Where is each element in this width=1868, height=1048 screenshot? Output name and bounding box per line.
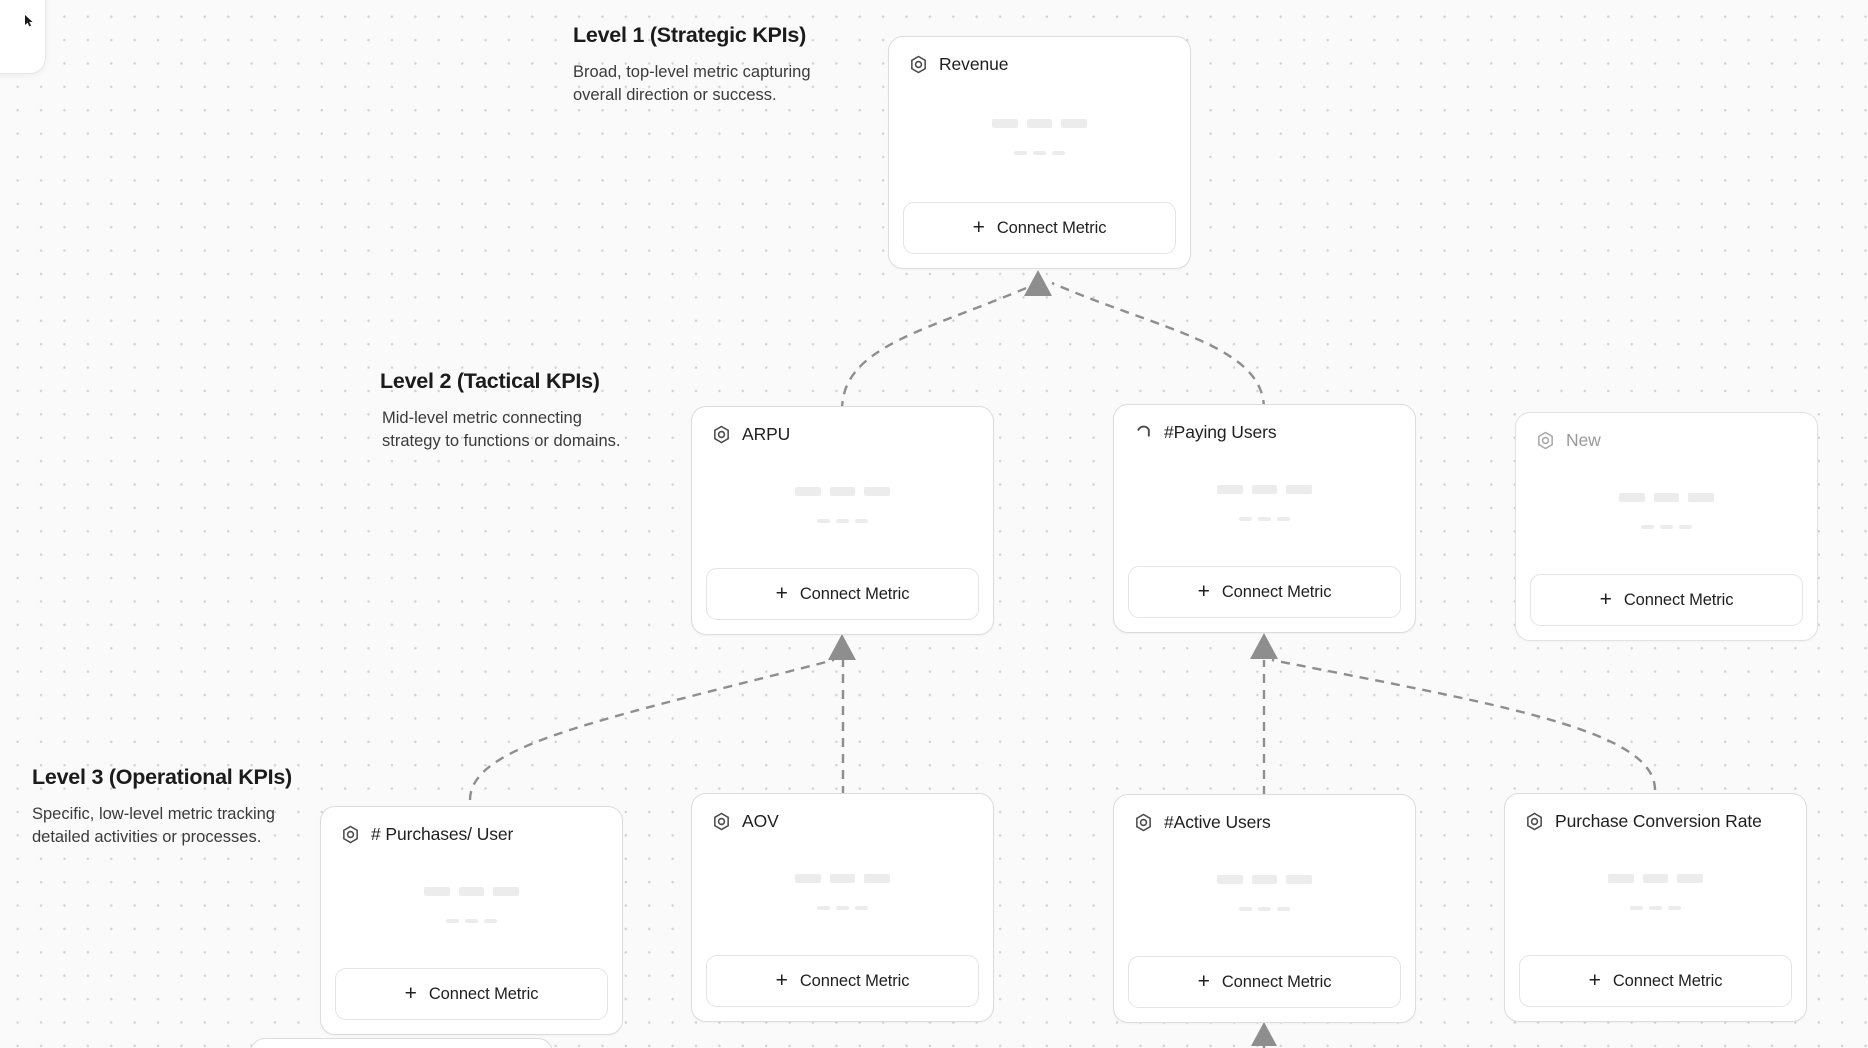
metric-card-purchase-conversion-rate[interactable]: Purchase Conversion Rate + Connect Metri… [1504,793,1807,1022]
plus-icon: + [1588,968,1601,992]
connect-metric-button-aov[interactable]: + Connect Metric [706,955,979,1007]
card-skeleton-new [1516,451,1817,574]
hexagon-target-icon [714,812,729,831]
connect-metric-label: Connect Metric [799,971,910,990]
canvas-floating-panel[interactable] [0,0,46,74]
plus-icon: + [1197,579,1210,603]
metric-card-aov[interactable]: AOV + Connect Metric [691,793,994,1022]
hexagon-target-icon [714,425,729,444]
card-skeleton-purchase-conversion-rate [1505,832,1806,955]
connect-metric-label: Connect Metric [1623,590,1734,609]
metric-card-revenue[interactable]: Revenue + Connect Metric [888,36,1191,269]
metric-card-purchases-per-user[interactable]: # Purchases/ User + Connect Metric [320,806,623,1035]
connect-metric-button-arpu[interactable]: + Connect Metric [706,568,979,620]
card-header-purchases-per-user: # Purchases/ User [321,807,622,845]
metric-card-active-users[interactable]: #Active Users + Connect Metric [1113,794,1416,1023]
arrowhead-arpu [828,634,856,660]
edge-purchases-to-arpu [468,658,835,801]
hexagon-target-icon [343,825,358,844]
card-skeleton-aov [692,832,993,955]
card-title-aov: AOV [742,811,779,831]
cursor-pointer-icon [23,14,37,28]
level-3-title: Level 3 (Operational KPIs) [32,765,292,789]
plus-icon: + [775,581,788,605]
card-title-new: New [1566,430,1601,450]
plus-icon: + [1197,969,1210,993]
connect-metric-button-paying-users[interactable]: + Connect Metric [1128,566,1401,618]
card-skeleton-active-users [1114,833,1415,956]
arrowhead-paying [1250,633,1278,659]
edge-arpu-to-revenue [840,281,1039,411]
plus-icon: + [404,981,417,1005]
edge-paying-to-revenue [1051,281,1266,410]
card-header-purchase-conversion-rate: Purchase Conversion Rate [1505,794,1806,832]
connect-metric-button-new[interactable]: + Connect Metric [1530,574,1803,626]
metric-card-paying-users[interactable]: #Paying Users + Connect Metric [1113,404,1416,633]
card-title-paying-users: #Paying Users [1164,422,1277,442]
hexagon-target-icon [1538,431,1553,450]
metric-card-arpu[interactable]: ARPU + Connect Metric [691,406,994,635]
card-title-active-users: #Active Users [1164,812,1271,832]
level-2-label-group: Level 2 (Tactical KPIs) Mid-level metric… [380,369,622,454]
arrowhead-bottom-partial [1251,1022,1277,1046]
plus-icon: + [972,215,985,239]
level-1-title: Level 1 (Strategic KPIs) [573,23,806,47]
connect-metric-label: Connect Metric [996,218,1107,237]
hexagon-target-icon [1527,812,1542,831]
card-title-purchase-conversion-rate: Purchase Conversion Rate [1555,811,1762,831]
card-title-revenue: Revenue [939,54,1009,74]
arrowhead-revenue [1024,270,1052,296]
hexagon-target-icon [1136,813,1151,832]
metric-card-partial-bottom-left[interactable] [250,1038,553,1048]
connect-metric-button-purchase-conversion-rate[interactable]: + Connect Metric [1519,955,1792,1007]
connect-metric-label: Connect Metric [1612,971,1723,990]
card-title-purchases-per-user: # Purchases/ User [371,824,514,844]
card-skeleton-purchases-per-user [321,845,622,968]
card-skeleton-paying-users [1114,443,1415,566]
plus-icon: + [775,968,788,992]
connect-metric-button-purchases-per-user[interactable]: + Connect Metric [335,968,608,1020]
plus-icon: + [1599,587,1612,611]
connect-metric-label: Connect Metric [1221,582,1332,601]
connect-metric-button-revenue[interactable]: + Connect Metric [903,202,1176,254]
card-skeleton-arpu [692,445,993,568]
level-2-title: Level 2 (Tactical KPIs) [380,369,600,393]
card-header-aov: AOV [692,794,993,832]
card-header-paying-users: #Paying Users [1114,405,1415,443]
level-2-description: Mid-level metric connecting strategy to … [382,409,621,451]
connect-metric-label: Connect Metric [428,984,539,1003]
connect-metric-label: Connect Metric [799,584,910,603]
edge-conversion-to-paying [1271,658,1657,791]
hexagon-target-icon [911,55,926,74]
metric-card-new[interactable]: New + Connect Metric [1515,412,1818,641]
connect-metric-button-active-users[interactable]: + Connect Metric [1128,956,1401,1008]
loading-spinner-icon [1137,425,1150,437]
level-1-label-group: Level 1 (Strategic KPIs) Broad, top-leve… [573,23,818,108]
connect-metric-label: Connect Metric [1221,972,1332,991]
card-header-new: New [1516,413,1817,451]
level-1-description: Broad, top-level metric capturing overal… [573,63,811,105]
card-header-active-users: #Active Users [1114,795,1415,833]
card-header-revenue: Revenue [889,37,1190,75]
card-header-arpu: ARPU [692,407,993,445]
level-3-label-group: Level 3 (Operational KPIs) Specific, low… [32,765,292,850]
card-title-arpu: ARPU [742,424,791,444]
level-3-description: Specific, low-level metric tracking deta… [32,805,275,847]
card-skeleton-revenue [889,75,1190,202]
